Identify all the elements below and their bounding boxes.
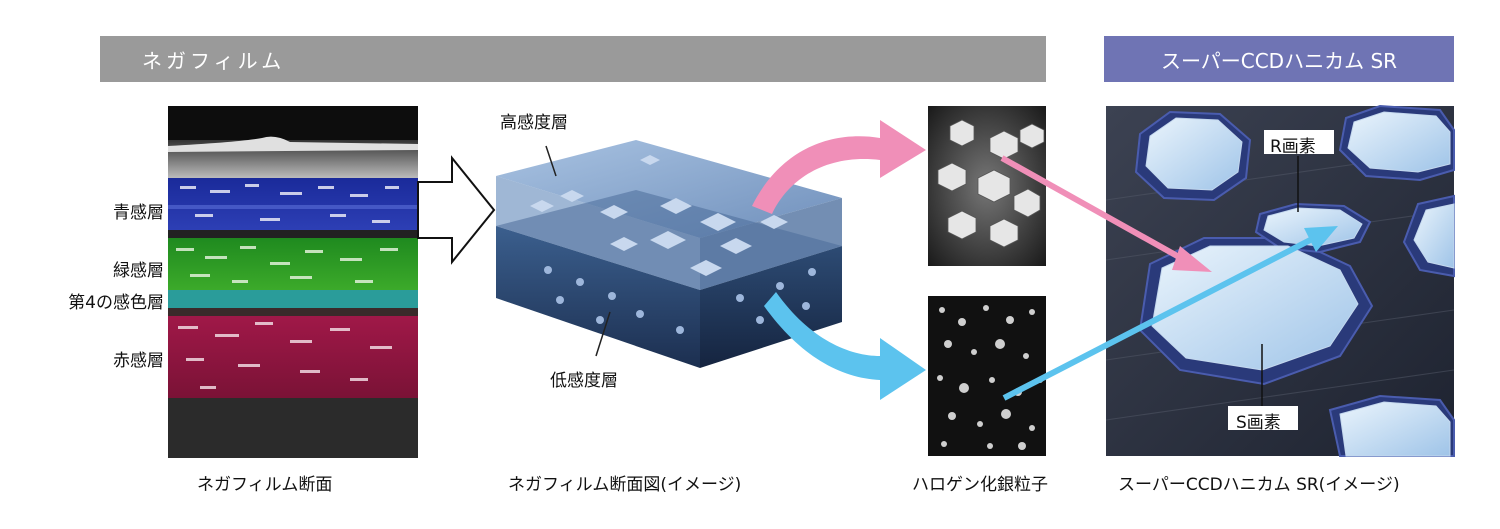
pink-straight-arrow [1000, 155, 1212, 272]
ccd-header-title: スーパーCCDハニカム SR [1160, 48, 1398, 73]
film-diagram-caption: ネガフィルム断面図(イメージ) [508, 475, 742, 495]
large-grain-image [928, 106, 1046, 266]
ccd-header-bar: スーパーCCDハニカム SR [1104, 36, 1454, 82]
small-grain-image [928, 296, 1046, 456]
blue-curved-arrow [764, 292, 926, 400]
film-layer-3d-box [496, 140, 842, 368]
ccd-honeycomb-render [1105, 104, 1455, 457]
fourth-color-layer-label: 第4の感色層 [68, 293, 164, 313]
low-sensitivity-layer-label: 低感度層 [550, 371, 618, 391]
r-pixel-label: R画素 [1270, 137, 1316, 157]
ccd-caption: スーパーCCDハニカム SR(イメージ) [1118, 475, 1400, 495]
hollow-arrow-icon [417, 155, 496, 265]
film-header-title: ネガフィルム [142, 48, 286, 73]
blue-sensitive-layer-label: 青感層 [113, 203, 164, 223]
film-header-bar: ネガフィルム [100, 36, 1046, 82]
red-sensitive-layer-label: 赤感層 [113, 351, 164, 371]
film-cross-section-caption: ネガフィルム断面 [197, 475, 333, 495]
pink-curved-arrow [752, 120, 926, 214]
silver-halide-caption: ハロゲン化銀粒子 [912, 475, 1048, 495]
green-sensitive-layer-label: 緑感層 [113, 261, 164, 281]
high-sensitivity-layer-label: 高感度層 [500, 113, 568, 133]
s-pixel-label: S画素 [1236, 413, 1281, 433]
film-cross-section-photo [168, 106, 418, 458]
blue-straight-arrow [1002, 226, 1338, 401]
